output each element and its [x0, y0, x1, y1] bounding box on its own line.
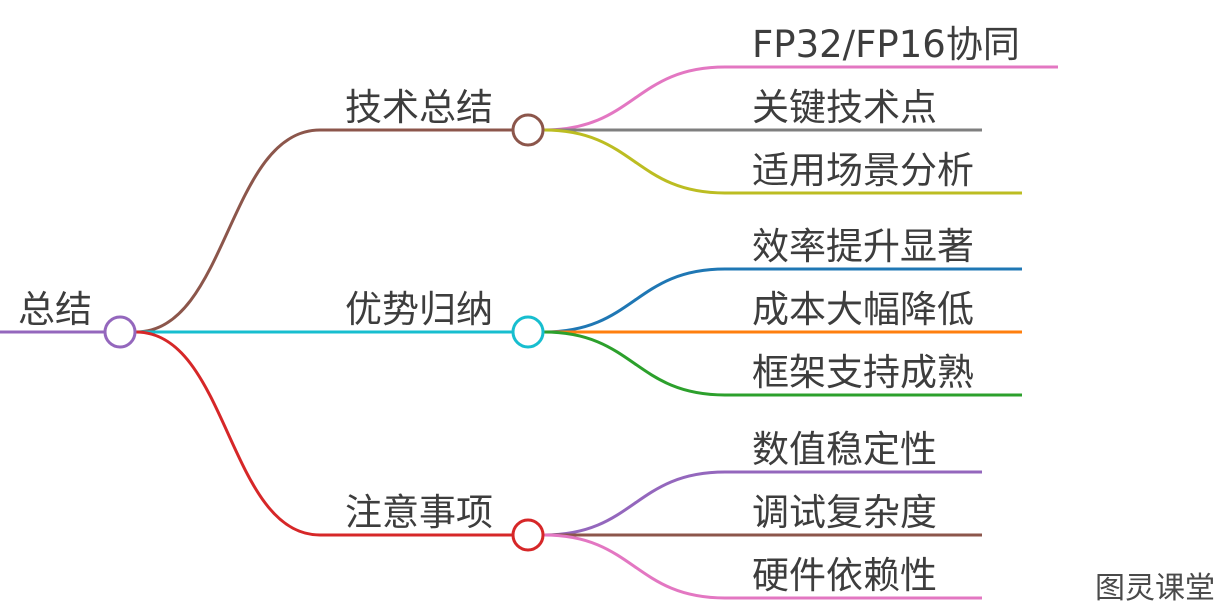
leaf-connector — [543, 533, 726, 600]
branch-node[interactable] — [511, 315, 545, 349]
leaf-label: 适用场景分析 — [752, 149, 974, 192]
leaf-label: 效率提升显著 — [752, 225, 974, 268]
branch-connector — [135, 330, 321, 537]
leaf-label: 成本大幅降低 — [752, 288, 974, 331]
mindmap-underlines — [0, 65, 1058, 600]
root-node[interactable] — [103, 315, 137, 349]
leaf-connector — [543, 470, 726, 537]
branch-connector — [135, 128, 321, 334]
root-label: 总结 — [18, 288, 92, 331]
branch-label: 注意事项 — [345, 491, 493, 534]
branch-label: 优势归纳 — [345, 288, 493, 331]
mindmap-edges — [135, 65, 726, 600]
branch-node[interactable] — [511, 113, 545, 147]
branch-node[interactable] — [511, 518, 545, 552]
leaf-connector — [543, 330, 726, 397]
branch-label: 技术总结 — [345, 86, 493, 129]
mindmap-nodes — [103, 113, 545, 552]
leaf-connector — [543, 65, 726, 132]
leaf-connector — [543, 267, 726, 334]
leaf-label: 关键技术点 — [752, 86, 937, 129]
leaf-label: 数值稳定性 — [752, 428, 937, 471]
leaf-label: 框架支持成熟 — [752, 351, 974, 394]
leaf-label: 调试复杂度 — [752, 491, 937, 534]
leaf-connector — [543, 128, 726, 195]
watermark-text: 图灵课堂 — [1095, 571, 1215, 606]
leaf-label: 硬件依赖性 — [752, 554, 937, 597]
leaf-label: FP32/FP16协同 — [752, 23, 1020, 66]
